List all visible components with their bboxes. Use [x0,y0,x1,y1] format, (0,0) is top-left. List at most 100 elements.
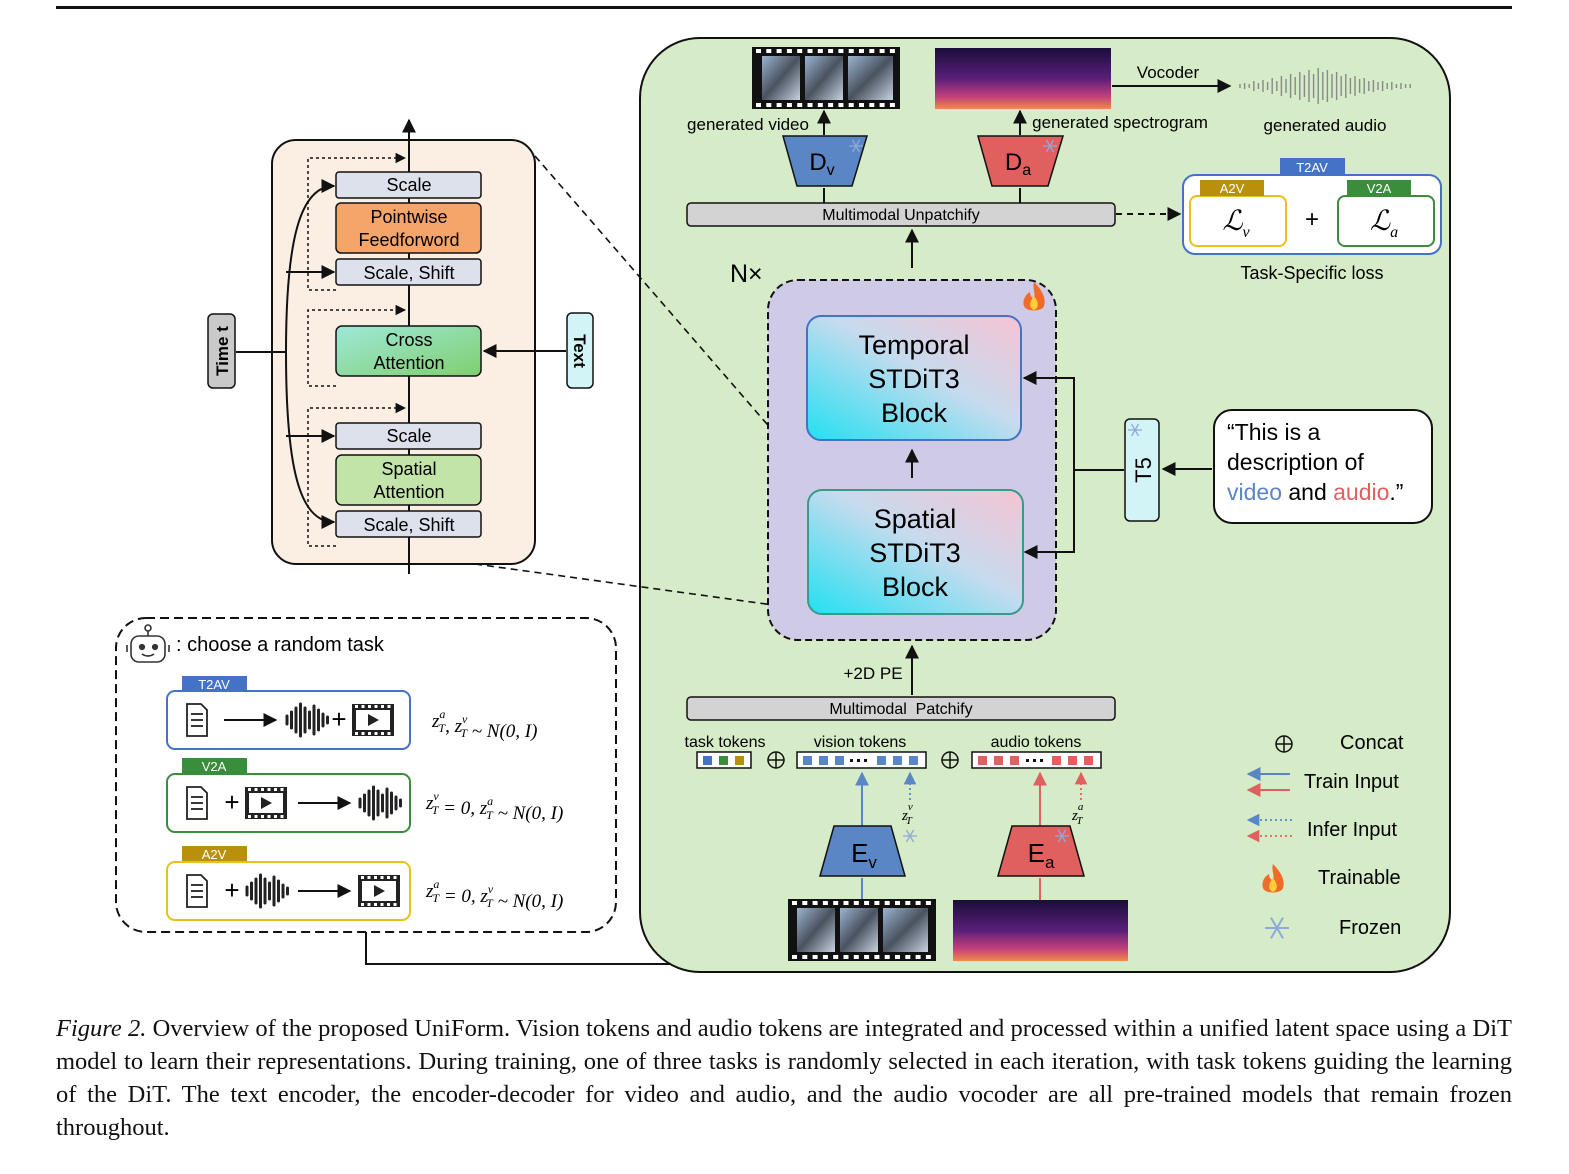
snowflake-icon [849,139,863,153]
task-row-icons: + + + [186,702,402,909]
ffn-label-1: Pointwise [370,207,447,227]
time-label: Time t [213,326,232,376]
n-times-label: N× [730,260,763,288]
legend-trainable: Trainable [1318,867,1401,889]
residual-mid [307,304,407,387]
caption-label: Figure 2. [56,1015,147,1042]
top-rule [56,6,1512,9]
audio-token [978,756,987,765]
scale-top-label: Scale [386,175,431,195]
vocoder-label: Vocoder [1137,63,1200,82]
plus-sign: + [331,704,346,734]
pe-label: +2D PE [843,664,902,683]
fire-icon [1023,282,1045,311]
audio-tokens-label: audio tokens [991,734,1082,751]
residual-bottom [307,402,407,547]
snowflake-icon [903,829,917,843]
plus-sign: + [224,787,239,817]
audio-decoder-label: Da [1005,149,1031,179]
task-header: : choose a random task [176,634,385,656]
input-video-filmstrip [788,899,936,961]
waveform-icon [358,785,402,821]
legend-infer-input: Infer Input [1307,819,1398,841]
concat-icon [1275,735,1293,753]
vision-token [803,756,812,765]
fire-icon [1262,864,1284,893]
concat-icon [767,751,785,769]
ffn-box [335,202,482,254]
vision-token [819,756,828,765]
scale-shift-top-label: Scale, Shift [363,263,454,283]
generated-spectrogram [935,48,1111,109]
t2av-tag [182,676,247,692]
concat-icon [941,751,959,769]
generated-video-label: generated video [687,115,809,134]
plus-sign: + [224,875,239,905]
zoom-line-top [534,155,825,491]
video-decoder-label: Dv [809,149,834,179]
spatial-attention-box [335,454,482,506]
caption-text: Overview of the proposed UniForm. Vision… [56,1015,1512,1141]
vision-token [909,756,918,765]
cross-attention-box [335,325,482,377]
v2a-task-box [166,773,411,833]
temporal-line-2: STDiT3 [868,364,960,394]
prompt-line-1: “This is a [1227,419,1321,445]
t2av-tag-label: T2AV [198,677,230,692]
vision-tokens-bar [796,751,927,769]
scale-shift-bottom-label: Scale, Shift [363,515,454,535]
video-encoder [819,825,906,877]
audio-token [994,756,1003,765]
v2a-tag [182,758,247,774]
scale-mid-box [335,422,482,450]
t5-to-temporal [1022,371,1124,471]
waveform-icon [245,873,289,909]
loss-a2v-label: A2V [1220,181,1245,196]
spatial-attn-label-1: Spatial [381,459,436,479]
time-box [207,313,236,389]
vision-tokens-label: vision tokens [814,734,907,751]
task-token [703,756,712,765]
token-ellipsis-dot [857,759,860,762]
prompt-line-2: description of [1227,449,1364,475]
temporal-line-3: Block [881,398,948,428]
scale-mid-label: Scale [386,426,431,446]
spatial-attn-label-2: Attention [373,482,444,502]
task-tokens-label: task tokens [685,734,766,751]
scale-shift-top-box [335,258,482,286]
video-clip-icon [245,787,287,819]
audio-encoder-label: Ea [1028,838,1055,872]
loss-v2a-label: V2A [1367,181,1392,196]
spatial-block [807,489,1024,615]
document-icon [186,703,208,737]
figure-caption: Figure 2. Overview of the proposed UniFo… [56,1012,1512,1144]
document-icon [186,874,208,908]
v2a-tag-label: V2A [202,759,227,774]
legend-concat: Concat [1340,732,1404,754]
audio-token [1084,756,1093,765]
vision-token [835,756,844,765]
temporal-line-1: Temporal [858,330,969,360]
audio-encoder [997,825,1085,877]
audio-token [1068,756,1077,765]
prompt-line-3: video and audio.” [1227,479,1403,505]
audio-token [1052,756,1061,765]
generated-audio-waveform [1239,68,1411,104]
task-token [719,756,728,765]
loss-a2v-tag [1200,180,1264,196]
generated-spectrogram-label: generated spectrogram [1032,113,1208,132]
loss-v-symbol: ℒv [1222,206,1250,241]
unpatchify-label: Multimodal Unpatchify [822,207,979,224]
temporal-block [806,315,1022,441]
legend-frozen: Frozen [1339,917,1401,939]
t5-box [1124,418,1160,522]
loss-caption: Task-Specific loss [1240,263,1383,283]
spatial-line-1: Spatial [874,504,957,534]
patchify-label: Multimodal Patchify [829,701,972,718]
text-label: Text [570,334,589,368]
t5-label: T5 [1131,457,1156,483]
prompt-box [1213,409,1433,524]
vision-token-row [803,756,918,765]
